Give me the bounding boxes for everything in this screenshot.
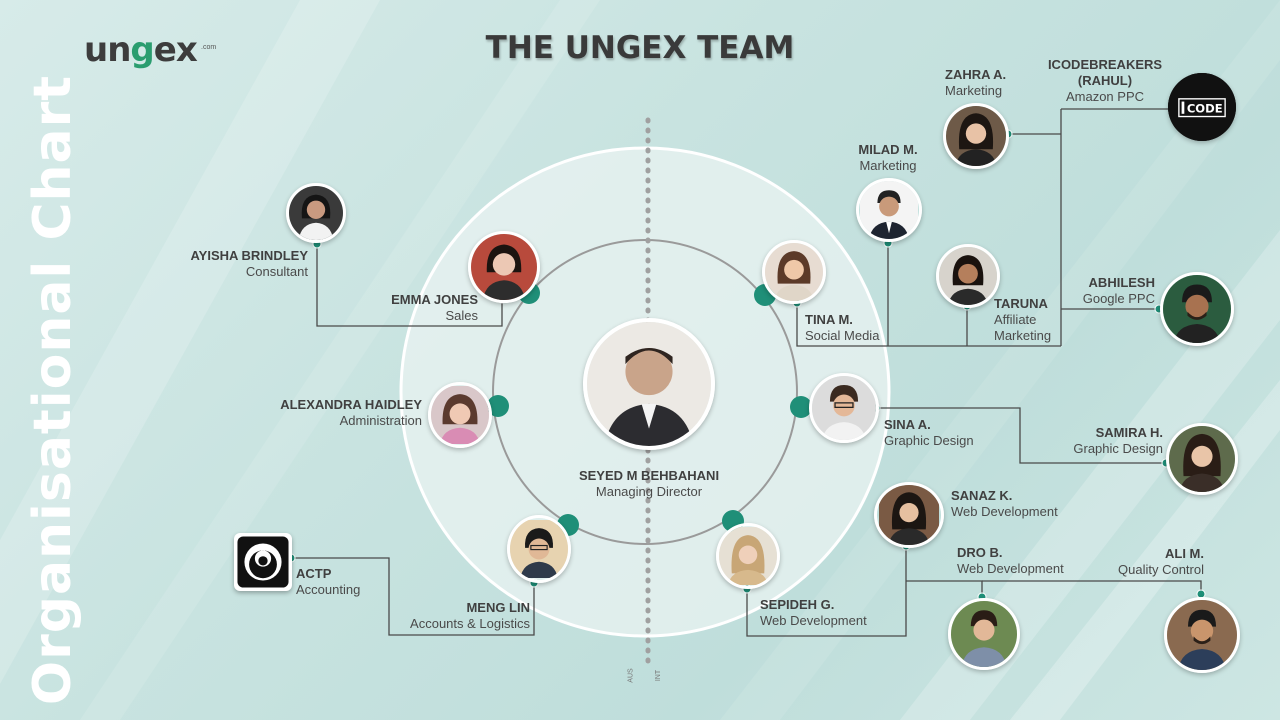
- actp-name: ACTP: [296, 566, 332, 581]
- milad-role: Marketing: [859, 158, 917, 173]
- logo-text-accent: g: [130, 30, 154, 70]
- ayisha-role: Consultant: [245, 264, 308, 279]
- sanaz-role: Web Development: [951, 504, 1058, 519]
- sina-role: Graphic Design: [884, 433, 974, 448]
- logo-text-tail: ex: [153, 30, 198, 70]
- ali-role: Quality Control: [1118, 562, 1204, 577]
- emma-label: EMMA JONES Sales: [370, 292, 478, 324]
- abhilesh-photo: [1160, 272, 1234, 346]
- sina-name: SINA A.: [884, 417, 931, 432]
- dro-photo: [948, 598, 1020, 670]
- sina-label: SINA A. Graphic Design: [884, 417, 994, 449]
- zahra-role: Marketing: [945, 83, 1003, 98]
- dro-name: DRO B.: [957, 545, 1003, 560]
- logo-text-main: un: [84, 30, 131, 70]
- director-label: SEYED M BEHBAHANI Managing Director: [548, 468, 750, 500]
- tina-role: Social Media: [805, 328, 880, 343]
- samira-label: SAMIRA H. Graphic Design: [1056, 425, 1163, 457]
- director-photo: [583, 318, 715, 450]
- ali-label: ALI M. Quality Control: [1090, 546, 1204, 578]
- icodebreakers-label: ICODEBREAKERS (RAHUL) Amazon PPC: [1040, 57, 1170, 105]
- dro-label: DRO B. Web Development: [957, 545, 1077, 577]
- actp-label: ACTP Accounting: [296, 566, 406, 598]
- side-title: Organisational Chart: [23, 74, 83, 706]
- abhilesh-role: Google PPC: [1082, 291, 1155, 306]
- sanaz-photo: [874, 482, 944, 548]
- sina-photo: [809, 373, 879, 443]
- zahra-photo: [943, 103, 1009, 169]
- milad-name: MILAD M.: [858, 142, 918, 157]
- abhilesh-label: ABHILESH Google PPC: [1060, 275, 1155, 307]
- tina-name: TINA M.: [805, 312, 853, 327]
- dro-role: Web Development: [957, 561, 1064, 576]
- taruna-photo: [936, 244, 1000, 308]
- emma-name: EMMA JONES: [391, 292, 478, 307]
- ali-name: ALI M.: [1165, 546, 1204, 561]
- page-title: THE UNGEX TEAM: [485, 30, 795, 66]
- actp-role: Accounting: [296, 582, 361, 597]
- logo-tld: .com: [201, 44, 217, 51]
- milad-photo: [856, 178, 922, 242]
- samira-photo: [1166, 423, 1238, 495]
- ayisha-name: AYISHA BRINDLEY: [190, 248, 308, 263]
- ayisha-label: AYISHA BRINDLEY Consultant: [150, 248, 308, 280]
- alexandra-name: ALEXANDRA HAIDLEY: [280, 397, 422, 412]
- taruna-role: Affiliate: [994, 312, 1037, 327]
- ungex-logo: ungex: [84, 30, 198, 70]
- milad-label: MILAD M. Marketing: [840, 142, 936, 174]
- icodebreakers-logo-text: CODE: [1187, 101, 1223, 115]
- taruna-label: TARUNA Affiliate Marketing: [994, 296, 1074, 344]
- meng-name: MENG LIN: [466, 600, 530, 615]
- zahra-name: ZAHRA A.: [945, 67, 1007, 82]
- alexandra-label: ALEXANDRA HAIDLEY Administration: [240, 397, 422, 429]
- samira-name: SAMIRA H.: [1095, 425, 1163, 440]
- alexandra-role: Administration: [339, 413, 422, 428]
- director-role: Managing Director: [595, 484, 703, 499]
- meng-photo: [507, 515, 571, 583]
- samira-role: Graphic Design: [1073, 441, 1163, 456]
- actp-logo: [234, 533, 292, 591]
- taruna-name: TARUNA: [994, 296, 1048, 311]
- icodebreakers-name-2: (RAHUL): [1077, 73, 1133, 88]
- tina-photo: [762, 240, 826, 304]
- abhilesh-name: ABHILESH: [1088, 275, 1155, 290]
- zahra-label: ZAHRA A. Marketing: [945, 67, 1045, 99]
- icodebreakers-role: Amazon PPC: [1065, 89, 1145, 104]
- alexandra-photo: [428, 382, 492, 448]
- taruna-role-2: Marketing: [994, 328, 1052, 343]
- director-name: SEYED M BEHBAHANI: [578, 468, 720, 483]
- icodebreakers-logo: CODE: [1168, 73, 1236, 141]
- sepideh-role: Web Development: [760, 613, 867, 628]
- sepideh-label: SEPIDEH G. Web Development: [760, 597, 890, 629]
- emma-role: Sales: [445, 308, 478, 323]
- sepideh-photo: [716, 523, 780, 589]
- sanaz-label: SANAZ K. Web Development: [951, 488, 1081, 520]
- sepideh-name: SEPIDEH G.: [760, 597, 835, 612]
- axis-label-right: INT: [655, 669, 663, 682]
- ali-photo: [1164, 597, 1240, 673]
- meng-label: MENG LIN Accounts & Logistics: [394, 600, 530, 632]
- icodebreakers-name: ICODEBREAKERS: [1047, 57, 1163, 72]
- axis-label-left: AUS: [627, 668, 635, 683]
- ayisha-photo: [286, 183, 346, 243]
- tina-label: TINA M. Social Media: [805, 312, 905, 344]
- meng-role: Accounts & Logistics: [410, 616, 530, 631]
- emma-photo: [468, 231, 540, 303]
- sanaz-name: SANAZ K.: [951, 488, 1013, 503]
